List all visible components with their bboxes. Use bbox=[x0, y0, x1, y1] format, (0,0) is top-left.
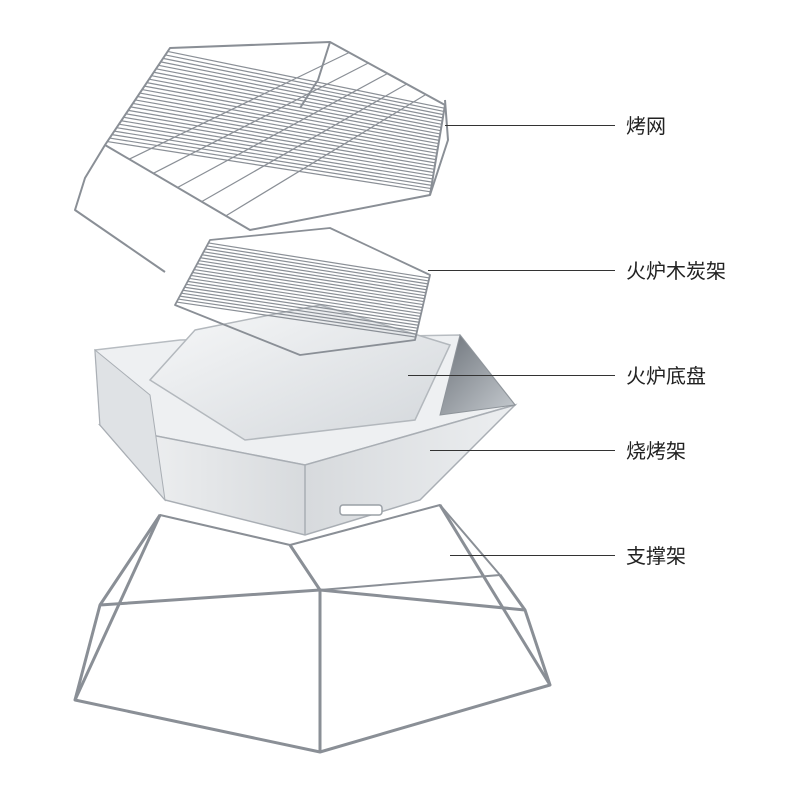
leader-line-grill-net bbox=[445, 125, 615, 126]
wire bbox=[109, 137, 432, 190]
wire bbox=[192, 271, 423, 309]
support-stand-drawing bbox=[73, 504, 552, 754]
wire bbox=[146, 82, 440, 138]
grill-net-drawing bbox=[74, 41, 449, 273]
wire bbox=[197, 263, 425, 300]
label-grill-net: 烤网 bbox=[626, 114, 666, 138]
wire bbox=[114, 130, 433, 183]
wire bbox=[182, 289, 419, 326]
wire bbox=[135, 99, 438, 154]
wire bbox=[165, 54, 445, 113]
wire bbox=[155, 68, 442, 125]
wire bbox=[203, 251, 428, 288]
wire bbox=[225, 93, 427, 217]
wire bbox=[206, 245, 429, 282]
wire bbox=[148, 78, 441, 135]
wire bbox=[195, 265, 424, 303]
stand-leg bbox=[98, 514, 162, 606]
wire bbox=[167, 50, 445, 109]
net-wires bbox=[107, 50, 445, 217]
wire bbox=[123, 116, 435, 170]
wire bbox=[178, 298, 417, 335]
wire bbox=[107, 140, 431, 193]
wire bbox=[153, 62, 369, 174]
leader-line-base-pan bbox=[408, 375, 615, 376]
leader-line-support-stand bbox=[450, 555, 615, 556]
stand-leg bbox=[438, 504, 552, 686]
label-support-stand: 支撑架 bbox=[626, 544, 686, 568]
charcoal-rack-drawing bbox=[174, 227, 431, 356]
wire bbox=[184, 286, 420, 323]
wire bbox=[158, 64, 443, 122]
net-leg bbox=[299, 41, 331, 109]
label-base-pan: 火炉底盘 bbox=[626, 364, 706, 388]
rack-frame bbox=[174, 227, 431, 356]
wire bbox=[116, 127, 433, 180]
wire bbox=[176, 301, 416, 338]
wire bbox=[179, 295, 418, 332]
stand-leg bbox=[288, 544, 322, 591]
wire bbox=[201, 83, 407, 203]
label-charcoal-rack: 火炉木炭架 bbox=[626, 259, 726, 283]
net-leg bbox=[74, 144, 166, 273]
leader-line-charcoal-rack bbox=[428, 270, 615, 271]
stand-leg bbox=[73, 514, 162, 701]
label-grill-body: 烧烤架 bbox=[626, 439, 686, 463]
wire bbox=[194, 268, 424, 306]
wire bbox=[186, 283, 420, 320]
wire bbox=[142, 88, 439, 145]
base-pan-drawing bbox=[148, 304, 452, 441]
wire bbox=[137, 95, 438, 151]
stand-leg bbox=[498, 574, 527, 611]
net-leg bbox=[429, 99, 449, 196]
wire bbox=[160, 61, 443, 119]
body-left-wall bbox=[94, 348, 166, 502]
wire bbox=[189, 277, 422, 315]
wire bbox=[181, 292, 418, 329]
wire bbox=[151, 75, 441, 132]
wire bbox=[177, 72, 388, 189]
wire bbox=[125, 113, 435, 167]
wire bbox=[198, 260, 426, 297]
stand-bottom-ring bbox=[73, 588, 552, 754]
wire bbox=[190, 274, 422, 312]
wire bbox=[201, 254, 427, 291]
wire bbox=[130, 106, 436, 161]
leader-line-grill-body bbox=[430, 450, 615, 451]
wire bbox=[118, 123, 434, 177]
wire bbox=[208, 242, 430, 279]
wire bbox=[162, 57, 444, 116]
wire bbox=[128, 51, 350, 160]
wire bbox=[144, 85, 440, 141]
wire bbox=[139, 92, 439, 148]
body-handle-slot bbox=[339, 504, 383, 516]
wire bbox=[205, 248, 429, 285]
wire bbox=[128, 109, 436, 164]
wire bbox=[200, 257, 427, 294]
wire bbox=[111, 134, 432, 186]
wire bbox=[187, 280, 421, 317]
wire bbox=[121, 120, 434, 174]
rack-wires bbox=[176, 242, 430, 338]
